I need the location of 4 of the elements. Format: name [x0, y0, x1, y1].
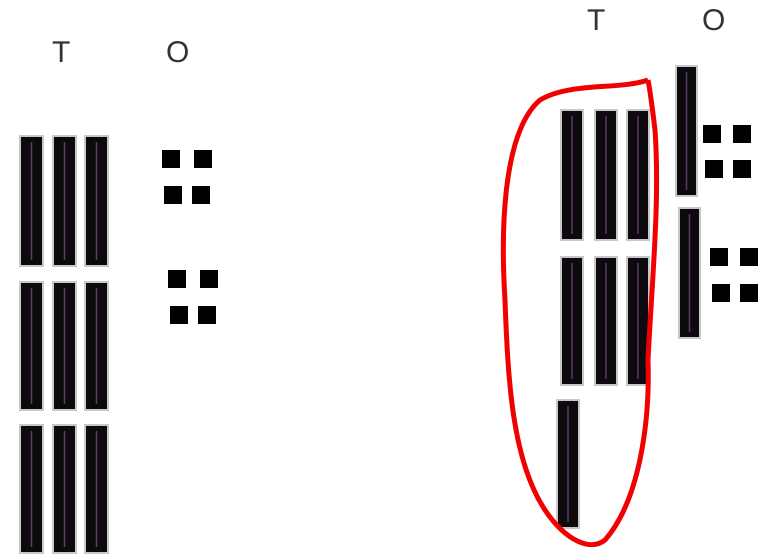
column-heading: T — [587, 4, 606, 38]
column-heading: O — [702, 4, 726, 38]
column-heading: O — [166, 36, 190, 70]
column-heading: T — [52, 36, 70, 70]
